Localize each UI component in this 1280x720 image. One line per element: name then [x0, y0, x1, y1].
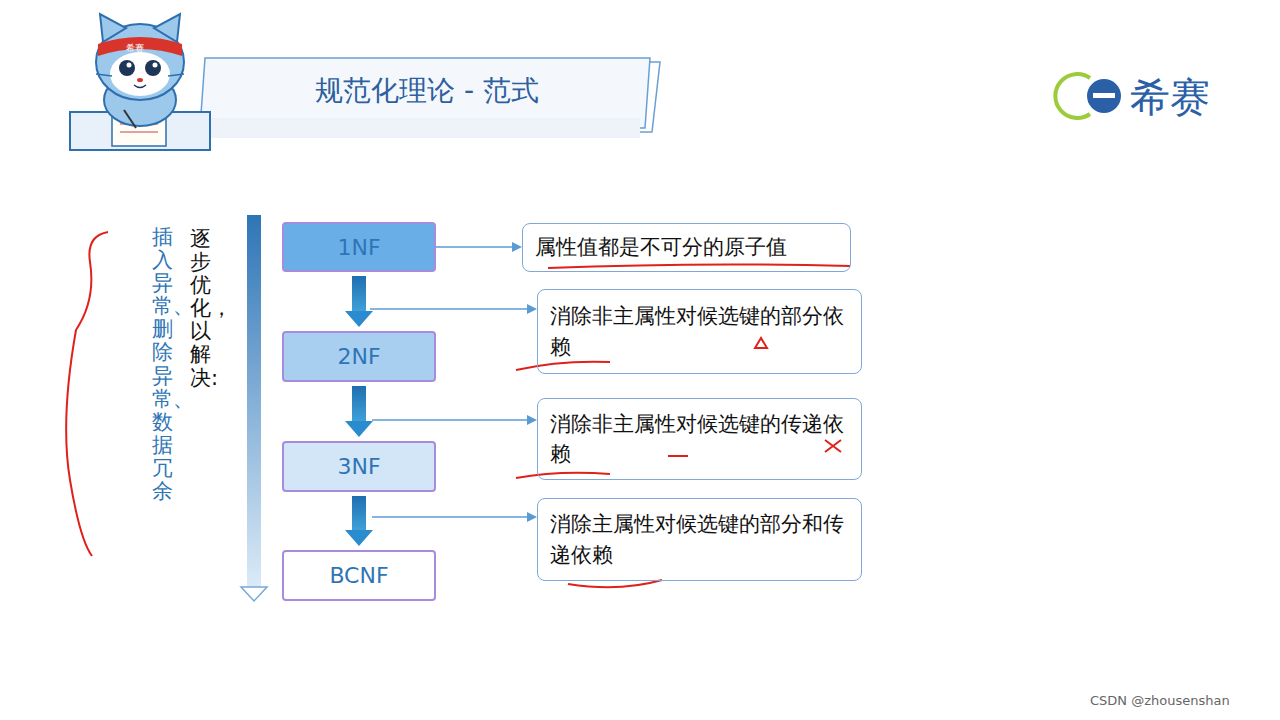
form-rule: 属性值都是不可分的原子值	[535, 232, 787, 262]
connector	[345, 276, 373, 327]
form-rule: 消除主属性对候选键的部分和传递依赖	[550, 509, 849, 570]
arrow-shaft	[352, 276, 366, 311]
description-box: 消除非主属性对候选键的部分依赖	[537, 289, 862, 374]
vertical-note: 插入异常、删除异常、数据冗余	[152, 226, 173, 503]
arrow-head	[345, 421, 373, 437]
normal-form-box: 2NF	[282, 331, 436, 382]
form-name: 1NF	[337, 235, 380, 260]
arrow-shaft	[352, 496, 366, 530]
form-name: 2NF	[337, 344, 380, 369]
normal-form-box: 1NF	[282, 222, 436, 272]
progress-bar	[241, 215, 267, 601]
form-name: BCNF	[329, 563, 388, 588]
connector-line	[436, 246, 513, 247]
description-box: 属性值都是不可分的原子值	[522, 223, 851, 272]
connector	[436, 242, 522, 252]
arrow-head	[345, 311, 373, 327]
normal-form-box: BCNF	[282, 550, 436, 601]
connector	[345, 386, 373, 437]
title-text: 规范化理论 - 范式	[207, 72, 647, 110]
description-box: 消除主属性对候选键的部分和传递依赖	[537, 498, 862, 581]
form-rule: 消除非主属性对候选键的部分依赖	[550, 301, 849, 362]
logo-text: 希赛	[1130, 70, 1210, 125]
description-box: 消除非主属性对候选键的传递依赖	[537, 398, 862, 480]
normal-form-box: 3NF	[282, 441, 436, 492]
form-name: 3NF	[337, 454, 380, 479]
watermark: CSDN @zhousenshan	[1090, 693, 1230, 708]
arrow-shaft	[352, 386, 366, 421]
arrow-head	[512, 242, 522, 252]
arrow-head	[345, 530, 373, 546]
vertical-note: 逐步优化，以解决:	[190, 228, 211, 390]
connector	[345, 496, 373, 546]
red-annotations	[66, 229, 850, 600]
form-rule: 消除非主属性对候选键的传递依赖	[550, 409, 849, 470]
headband-text: 希赛	[126, 42, 144, 55]
mascot-cat	[70, 14, 210, 150]
logo-icon	[1055, 74, 1121, 118]
